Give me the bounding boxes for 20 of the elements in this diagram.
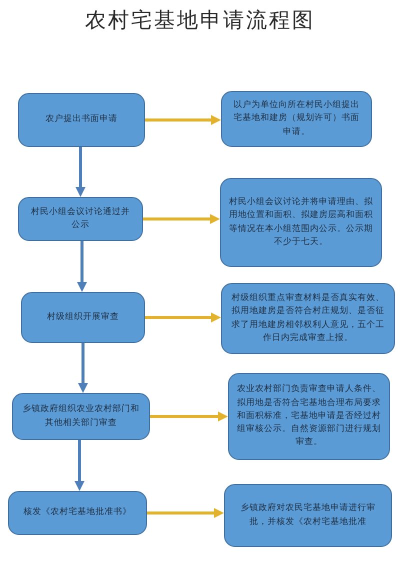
note-box: 村民小组会议讨论并将申请理由、拟用地位置和面积、拟建房层高和面积等情况在本小组范围内公示。公示期不少于七天。	[220, 178, 382, 267]
arrow	[147, 508, 224, 518]
arrow	[77, 241, 87, 292]
note-box: 村级组织重点审查材料是否真实有效、拟用地建房是否符合村庄规划、是否征求了用地建房相邻权利人意见，五个工作日内完成审查上报。	[221, 283, 395, 354]
arrow	[145, 115, 221, 125]
step-box: 村民小组会议讨论通过并公示	[18, 197, 143, 241]
step-box: 核发《农村宅基地批准书》	[8, 491, 147, 535]
arrow	[143, 214, 220, 224]
arrow	[78, 343, 88, 393]
arrow	[74, 440, 84, 491]
diagram-title: 农村宅基地申请流程图	[85, 7, 315, 33]
arrow	[150, 412, 228, 422]
note-box: 以户为单位向所在村民小组提出宅基地和建房（规划许可）书面申请。	[221, 91, 372, 147]
arrow	[145, 312, 221, 322]
note-box: 农业农村部门负责审查申请人条件、拟用地是否符合宅基地合理布局要求和面积标准，宅基地申请是否经过村组审核公示。自然资源部门进行规划审查。	[228, 373, 390, 460]
step-box: 乡镇政府组织农业农村部门和其他相关部门审查	[12, 393, 150, 440]
step-box: 农户提出书面申请	[18, 93, 145, 147]
note-box: 乡镇政府对农民宅基地申请进行审批，并核发《农村宅基地批准	[224, 484, 392, 547]
step-box: 村级组织开展审查	[21, 292, 145, 343]
arrow	[76, 147, 86, 197]
